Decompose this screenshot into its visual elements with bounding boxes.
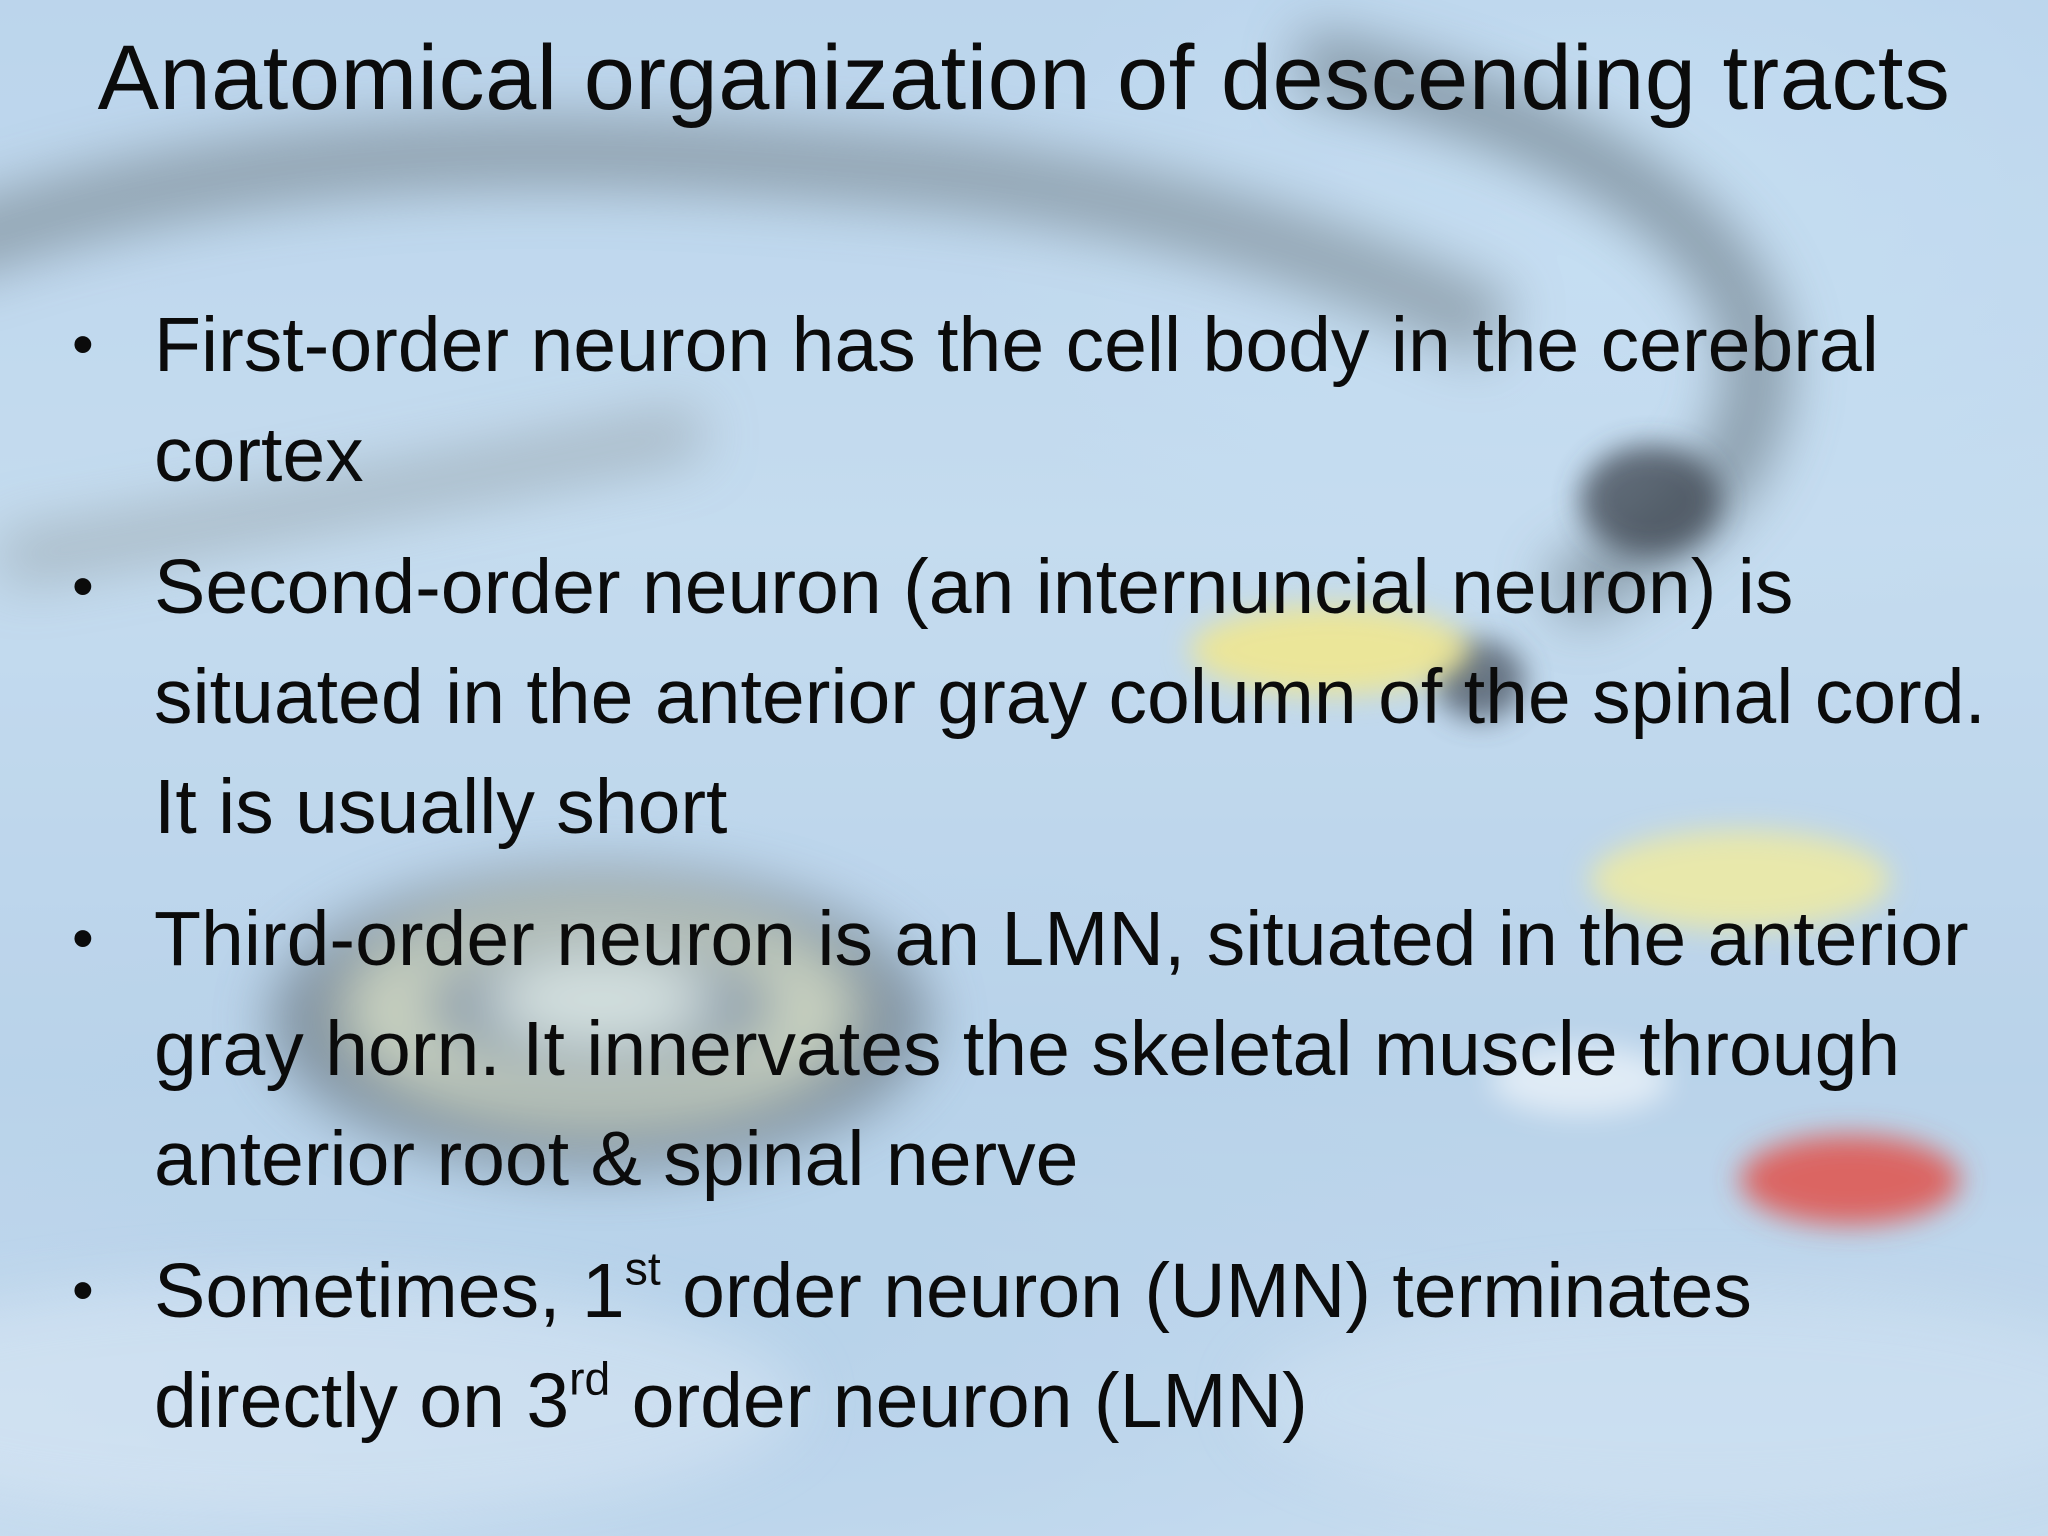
bullet-marker: • [72, 552, 94, 621]
bullet-marker: • [72, 1256, 94, 1325]
bullet-text-part: order neuron (LMN) [610, 1358, 1308, 1444]
bullet-umn-direct-termination: • Sometimes, 1st order neuron (UMN) term… [70, 1236, 1990, 1456]
bullet-first-order-neuron: • First-order neuron has the cell body i… [70, 290, 1990, 510]
ordinal-superscript: rd [569, 1352, 611, 1405]
ordinal-superscript: st [624, 1242, 661, 1295]
bullet-list: • First-order neuron has the cell body i… [70, 290, 1990, 1478]
bullet-text-part: order neuron (UMN) terminates directly o… [154, 1248, 1752, 1444]
bullet-third-order-neuron: • Third-order neuron is an LMN, situated… [70, 884, 1990, 1214]
bullet-text: First-order neuron has the cell body in … [154, 302, 1879, 498]
bullet-marker: • [72, 310, 94, 379]
bullet-second-order-neuron: • Second-order neuron (an internuncial n… [70, 532, 1990, 862]
bullet-marker: • [72, 904, 94, 973]
bullet-text-part: Sometimes, 1 [154, 1248, 625, 1334]
bullet-text: Sometimes, 1st order neuron (UMN) termin… [154, 1246, 1752, 1444]
bullet-text: Second-order neuron (an internuncial neu… [154, 544, 1986, 850]
slide-title: Anatomical organization of descending tr… [97, 27, 1951, 129]
bullet-text: Third-order neuron is an LMN, situated i… [154, 896, 1969, 1202]
